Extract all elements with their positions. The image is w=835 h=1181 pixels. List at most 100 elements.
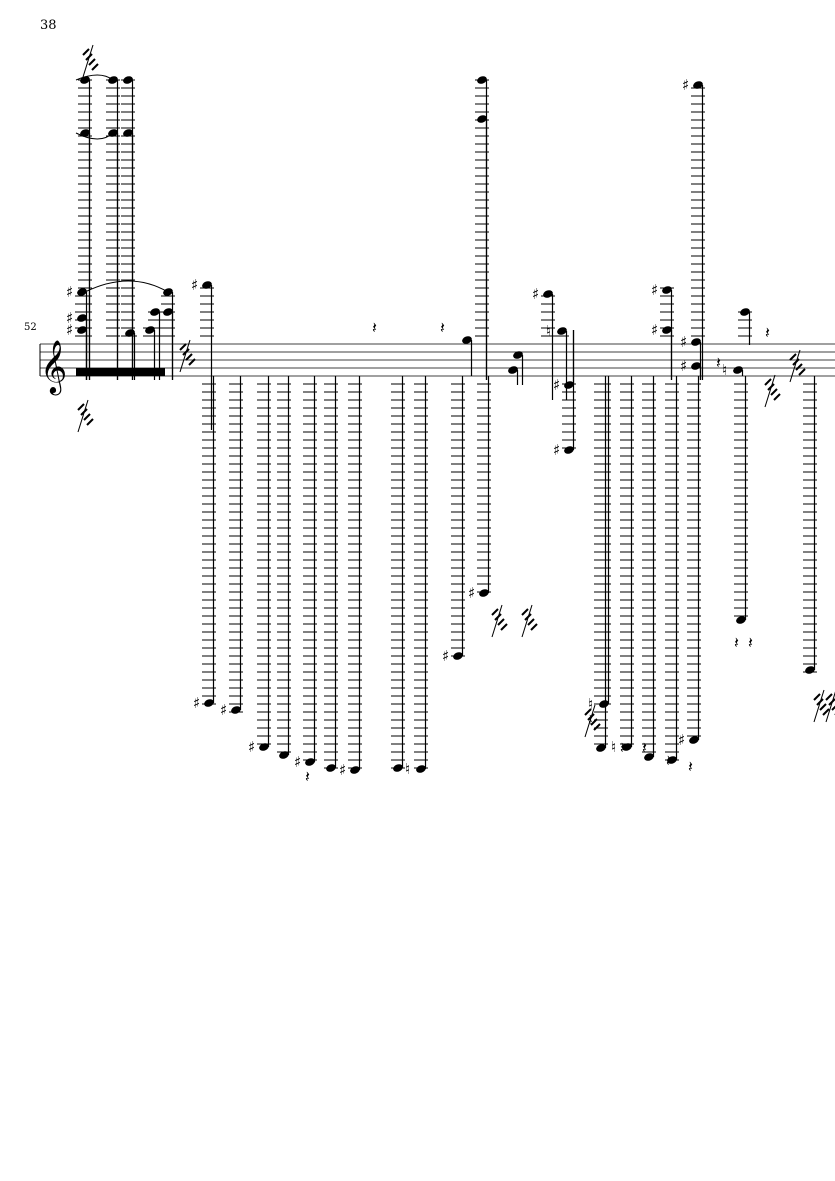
rest-icon: 𝄽	[748, 633, 753, 652]
tremolo-icon	[527, 618, 535, 626]
rest-icon: 𝄽	[716, 353, 721, 372]
note: ♮	[611, 376, 634, 756]
notehead	[513, 351, 523, 359]
notehead	[163, 308, 173, 316]
notehead	[733, 366, 743, 374]
notehead	[326, 764, 336, 772]
notehead	[305, 758, 315, 766]
rest-icon: 𝄽	[688, 757, 693, 776]
notehead	[462, 336, 472, 344]
notehead	[123, 76, 133, 84]
notehead	[564, 446, 574, 454]
tremolo-icon	[590, 718, 598, 726]
sharp-icon: ♯	[682, 76, 689, 94]
tremolo-icon	[500, 623, 508, 631]
treble-clef-icon: 𝄞	[40, 339, 67, 395]
sharp-icon: ♯	[66, 321, 73, 339]
rest-icon: 𝄽	[372, 318, 377, 337]
tremolo-icon	[88, 58, 96, 66]
note: ♯	[682, 76, 705, 380]
tremolo-icon	[185, 353, 193, 361]
note	[734, 376, 748, 624]
notehead	[77, 314, 87, 322]
notehead	[479, 589, 489, 597]
natural-icon: ♮	[546, 322, 551, 340]
notehead	[691, 338, 701, 346]
tremolo-icon	[822, 708, 830, 716]
notehead	[279, 751, 289, 759]
note: ♯	[339, 376, 362, 779]
note	[78, 129, 92, 380]
tremolo-icon	[798, 368, 806, 376]
note	[277, 376, 291, 759]
note: ♯	[553, 330, 576, 394]
sharp-icon: ♯	[220, 701, 227, 719]
tremolo-icon	[521, 608, 529, 616]
natural-icon: ♮	[405, 760, 410, 778]
natural-icon: ♮	[722, 361, 727, 379]
notehead	[564, 381, 574, 389]
sharp-icon: ♯	[468, 584, 475, 602]
natural-icon: ♮	[588, 695, 593, 713]
notehead	[596, 744, 606, 752]
note: ♯	[678, 376, 701, 749]
tremolo-icon	[831, 705, 835, 711]
note: ♯	[191, 276, 214, 430]
note: ♯	[680, 357, 702, 380]
note	[594, 376, 608, 752]
note	[665, 376, 679, 764]
tremolo-icon	[77, 403, 85, 411]
notehead	[667, 756, 677, 764]
notehead	[350, 766, 360, 774]
notehead	[125, 329, 135, 337]
notehead	[77, 326, 87, 334]
note: ♯	[468, 376, 491, 602]
note	[508, 366, 519, 385]
notehead	[80, 76, 90, 84]
note	[106, 129, 120, 380]
rest-icon: 𝄽	[440, 318, 445, 337]
note	[161, 308, 175, 380]
tremolo-icon	[593, 723, 601, 731]
tremolo-icon	[521, 604, 533, 638]
notehead	[644, 753, 654, 761]
sharp-icon: ♯	[248, 738, 255, 756]
tremolo-icon	[764, 378, 772, 386]
tremolo-icon	[491, 604, 503, 638]
note	[391, 376, 405, 772]
sharp-icon: ♯	[442, 647, 449, 665]
notes-layer: ♯♯♯♯♯♮♯♯♯♯♯♯♯♯♯♯♮♯♯♯♯♮♮♯♮𝄽𝄽𝄽𝄽𝄽𝄽𝄽𝄽𝄽𝄽𝄽𝄽	[66, 44, 835, 786]
notehead	[416, 765, 426, 773]
tremolo-icon	[789, 349, 801, 383]
tremolo-icon	[91, 63, 99, 71]
tremolo-icon	[86, 418, 94, 426]
notehead	[204, 699, 214, 707]
rest-icon: 𝄽	[620, 738, 625, 757]
note: ♯	[193, 376, 216, 712]
note	[462, 336, 473, 376]
tremolo-icon	[179, 343, 187, 351]
sharp-icon: ♯	[553, 376, 560, 394]
sharp-icon: ♯	[66, 309, 73, 327]
notehead	[150, 308, 160, 316]
notehead	[453, 652, 463, 660]
notehead	[477, 76, 487, 84]
note	[324, 376, 338, 772]
tremolo-icon	[813, 689, 825, 723]
tremolo-icon	[82, 44, 94, 78]
tremolo-icon	[491, 608, 499, 616]
sharp-icon: ♯	[678, 731, 685, 749]
tremolo-icon	[813, 693, 821, 701]
sharp-icon: ♯	[193, 694, 200, 712]
note	[513, 351, 524, 385]
tremolo-icon	[83, 413, 91, 421]
tremolo-icon	[773, 393, 781, 401]
notehead	[805, 666, 815, 674]
tremolo-icon	[530, 623, 538, 631]
note: ♯	[532, 285, 555, 400]
tremolo-icon	[584, 704, 596, 738]
note: ♯	[220, 376, 243, 719]
tremolo-icon	[764, 374, 776, 408]
notehead	[202, 281, 212, 289]
sharp-icon: ♯	[339, 761, 346, 779]
